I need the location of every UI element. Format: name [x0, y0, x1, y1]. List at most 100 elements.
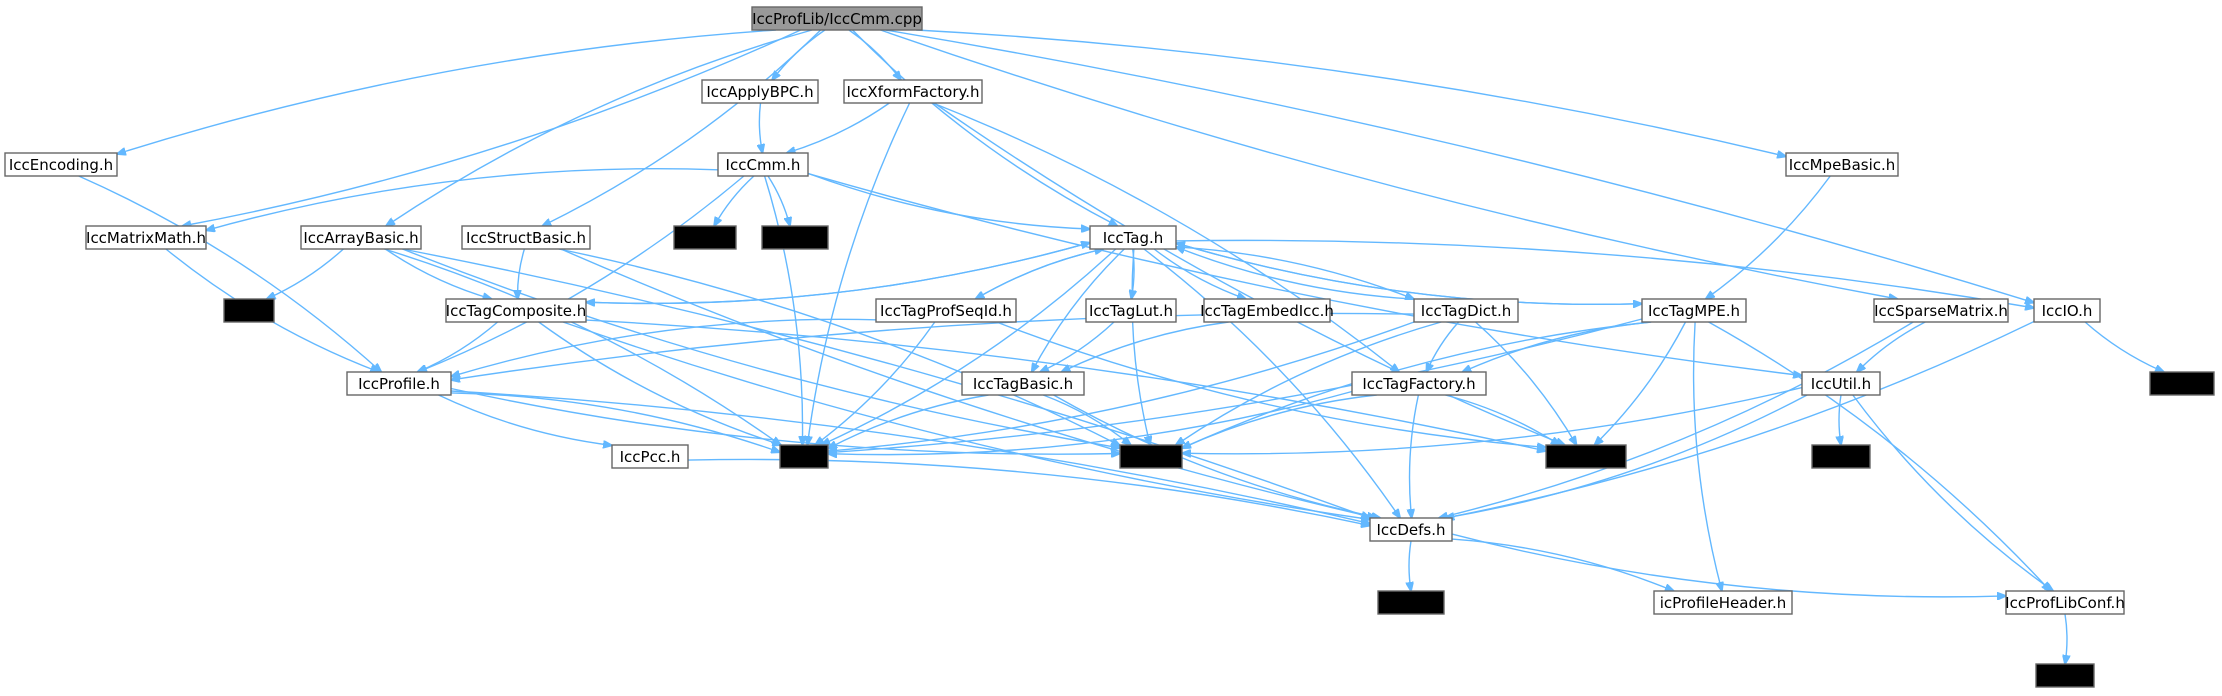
- node-label-tag: IccTag.h: [1103, 229, 1164, 247]
- node-box-applybpc: [701, 79, 819, 104]
- node-tagcomposite[interactable]: IccTagComposite.h: [445, 298, 587, 323]
- edge-xformfactory-to-memory: [933, 102, 1565, 445]
- edge-sparsematrix-to-defs: [1439, 321, 1914, 518]
- node-taglut[interactable]: IccTagLut.h: [1085, 298, 1177, 323]
- node-list: list: [779, 444, 829, 469]
- edge-structbasic-to-string: [558, 248, 1120, 446]
- node-profileheader[interactable]: icProfileHeader.h: [1653, 590, 1793, 615]
- edge-tagcomposite-to-tag: [585, 243, 1090, 305]
- edge-cmm_cpp-to-mpebasic: [916, 29, 1786, 156]
- edge-tag-to-list: [821, 248, 1117, 445]
- node-tagprofseqid[interactable]: IccTagProfSeqId.h: [875, 298, 1017, 323]
- edge-util-to-defs: [1445, 394, 1808, 518]
- edge-util-to-limits: [1839, 394, 1841, 445]
- edge-cmm_cpp-to-matrixmath: [182, 29, 801, 226]
- node-defs[interactable]: IccDefs.h: [1369, 517, 1453, 542]
- node-box-tagmpe: [1641, 298, 1747, 323]
- node-cmm_cpp[interactable]: IccProfLib/IccCmm.cpp: [751, 6, 923, 31]
- node-tag[interactable]: IccTag.h: [1089, 225, 1177, 250]
- node-matrixmath[interactable]: IccMatrixMath.h: [85, 225, 207, 250]
- edge-tagmpe-to-string: [1182, 321, 1652, 448]
- node-applybpc[interactable]: IccApplyBPC.h: [701, 79, 819, 104]
- edge-tag-to-defs: [1143, 248, 1400, 518]
- node-label-list: list: [793, 448, 815, 466]
- edge-tagprofseqid-to-list: [815, 321, 936, 445]
- node-sparsematrix[interactable]: IccSparseMatrix.h: [1873, 298, 2009, 323]
- node-structbasic[interactable]: IccStructBasic.h: [461, 225, 591, 250]
- node-profile[interactable]: IccProfile.h: [346, 371, 452, 396]
- edge-encoding-to-profile: [78, 175, 382, 372]
- edge-tag-to-iccio: [1175, 239, 2034, 308]
- edge-tag-to-tagbasic: [1032, 248, 1125, 372]
- edge-cmm_cpp-to-applybpc: [772, 29, 826, 80]
- node-box-tagcomposite: [445, 298, 587, 323]
- edge-defs-to-proflibconf: [1451, 533, 2006, 597]
- node-cmm_h[interactable]: IccCmm.h: [717, 152, 809, 177]
- edge-arraybasic-to-tagcomposite: [385, 248, 491, 299]
- node-tagfactory[interactable]: IccTagFactory.h: [1351, 371, 1487, 396]
- node-tagbasic[interactable]: IccTagBasic.h: [961, 371, 1085, 396]
- node-map: map: [223, 298, 275, 323]
- edge-tagprofseqid-to-profile: [451, 318, 877, 376]
- edge-util-to-proflibconf: [1852, 394, 2053, 591]
- edge-profile-to-string: [450, 387, 1120, 455]
- edge-pcc-to-defs: [687, 458, 1370, 525]
- node-iccio[interactable]: IccIO.h: [2033, 298, 2101, 323]
- edge-tagfactory-to-list: [828, 390, 1353, 455]
- edge-tag-to-string: [1131, 248, 1150, 445]
- edge-cmm_h-to-util: [807, 172, 1802, 376]
- edge-profile-to-list: [450, 392, 780, 452]
- edge-iccio-to-stdio: [2084, 321, 2164, 372]
- node-encoding[interactable]: IccEncoding.h: [4, 152, 118, 177]
- node-string: string: [1119, 444, 1183, 469]
- edge-defs-to-profileheader: [1451, 538, 1674, 591]
- node-box-encoding: [4, 152, 118, 177]
- edge-cmm_cpp-to-structbasic: [542, 29, 822, 226]
- node-box-mpebasic: [1785, 152, 1899, 177]
- edge-tagembedicc-to-tagbasic: [1061, 321, 1229, 372]
- edge-tagfactory-to-string: [1182, 394, 1377, 448]
- node-label-stdint: stdint.h: [2036, 667, 2093, 685]
- edge-tagcomposite-to-defs: [562, 321, 1370, 520]
- node-box-iccio: [2033, 298, 2101, 323]
- node-proflibconf[interactable]: IccProfLibConf.h: [2005, 590, 2125, 615]
- node-label-stdio: stdio.h: [2157, 375, 2208, 393]
- edge-tagbasic-to-defs: [1053, 394, 1381, 518]
- node-label-iccio: IccIO.h: [2042, 302, 2093, 320]
- node-arraybasic[interactable]: IccArrayBasic.h: [300, 225, 422, 250]
- edge-cmm_cpp-to-sparsematrix: [880, 29, 1898, 299]
- node-box-stddef: [1377, 590, 1445, 615]
- node-box-tagembedicc: [1203, 298, 1331, 323]
- edge-tagdict-to-memory: [1475, 321, 1577, 445]
- edge-xformfactory-to-tagfactory: [932, 102, 1399, 372]
- node-tagembedicc[interactable]: IccTagEmbedIcc.h: [1200, 298, 1334, 323]
- node-label-structbasic: IccStructBasic.h: [466, 229, 586, 247]
- node-box-taglut: [1085, 298, 1177, 323]
- node-label-mpebasic: IccMpeBasic.h: [1789, 156, 1896, 174]
- node-box-cstdlib: [673, 225, 737, 250]
- node-box-list: [779, 444, 829, 469]
- node-label-tagmpe: IccTagMPE.h: [1648, 302, 1740, 320]
- node-mpebasic[interactable]: IccMpeBasic.h: [1785, 152, 1899, 177]
- node-label-cstring: cstring: [769, 229, 820, 247]
- edge-tagcomposite-to-profile: [417, 321, 499, 372]
- node-pcc[interactable]: IccPcc.h: [611, 444, 689, 469]
- edge-cmm_h-to-cstring: [767, 175, 790, 226]
- edge-tagdict-to-tag: [1176, 247, 1415, 300]
- node-box-map: [223, 298, 275, 323]
- node-label-tagdict: IccTagDict.h: [1421, 302, 1511, 320]
- node-util[interactable]: IccUtil.h: [1801, 371, 1881, 396]
- edge-tagmpe-to-tag: [1176, 243, 1643, 306]
- node-box-pcc: [611, 444, 689, 469]
- node-box-stdio: [2149, 371, 2215, 396]
- node-tagmpe[interactable]: IccTagMPE.h: [1641, 298, 1747, 323]
- node-tagdict[interactable]: IccTagDict.h: [1413, 298, 1519, 323]
- node-box-util: [1801, 371, 1881, 396]
- edge-tagfactory-to-defs: [1410, 394, 1420, 518]
- node-box-profileheader: [1653, 590, 1793, 615]
- node-box-tagfactory: [1351, 371, 1487, 396]
- node-xformfactory[interactable]: IccXformFactory.h: [843, 79, 983, 104]
- edge-tagcomposite-to-list: [538, 321, 782, 445]
- edge-xformfactory-to-list: [807, 102, 911, 445]
- node-box-xformfactory: [843, 79, 983, 104]
